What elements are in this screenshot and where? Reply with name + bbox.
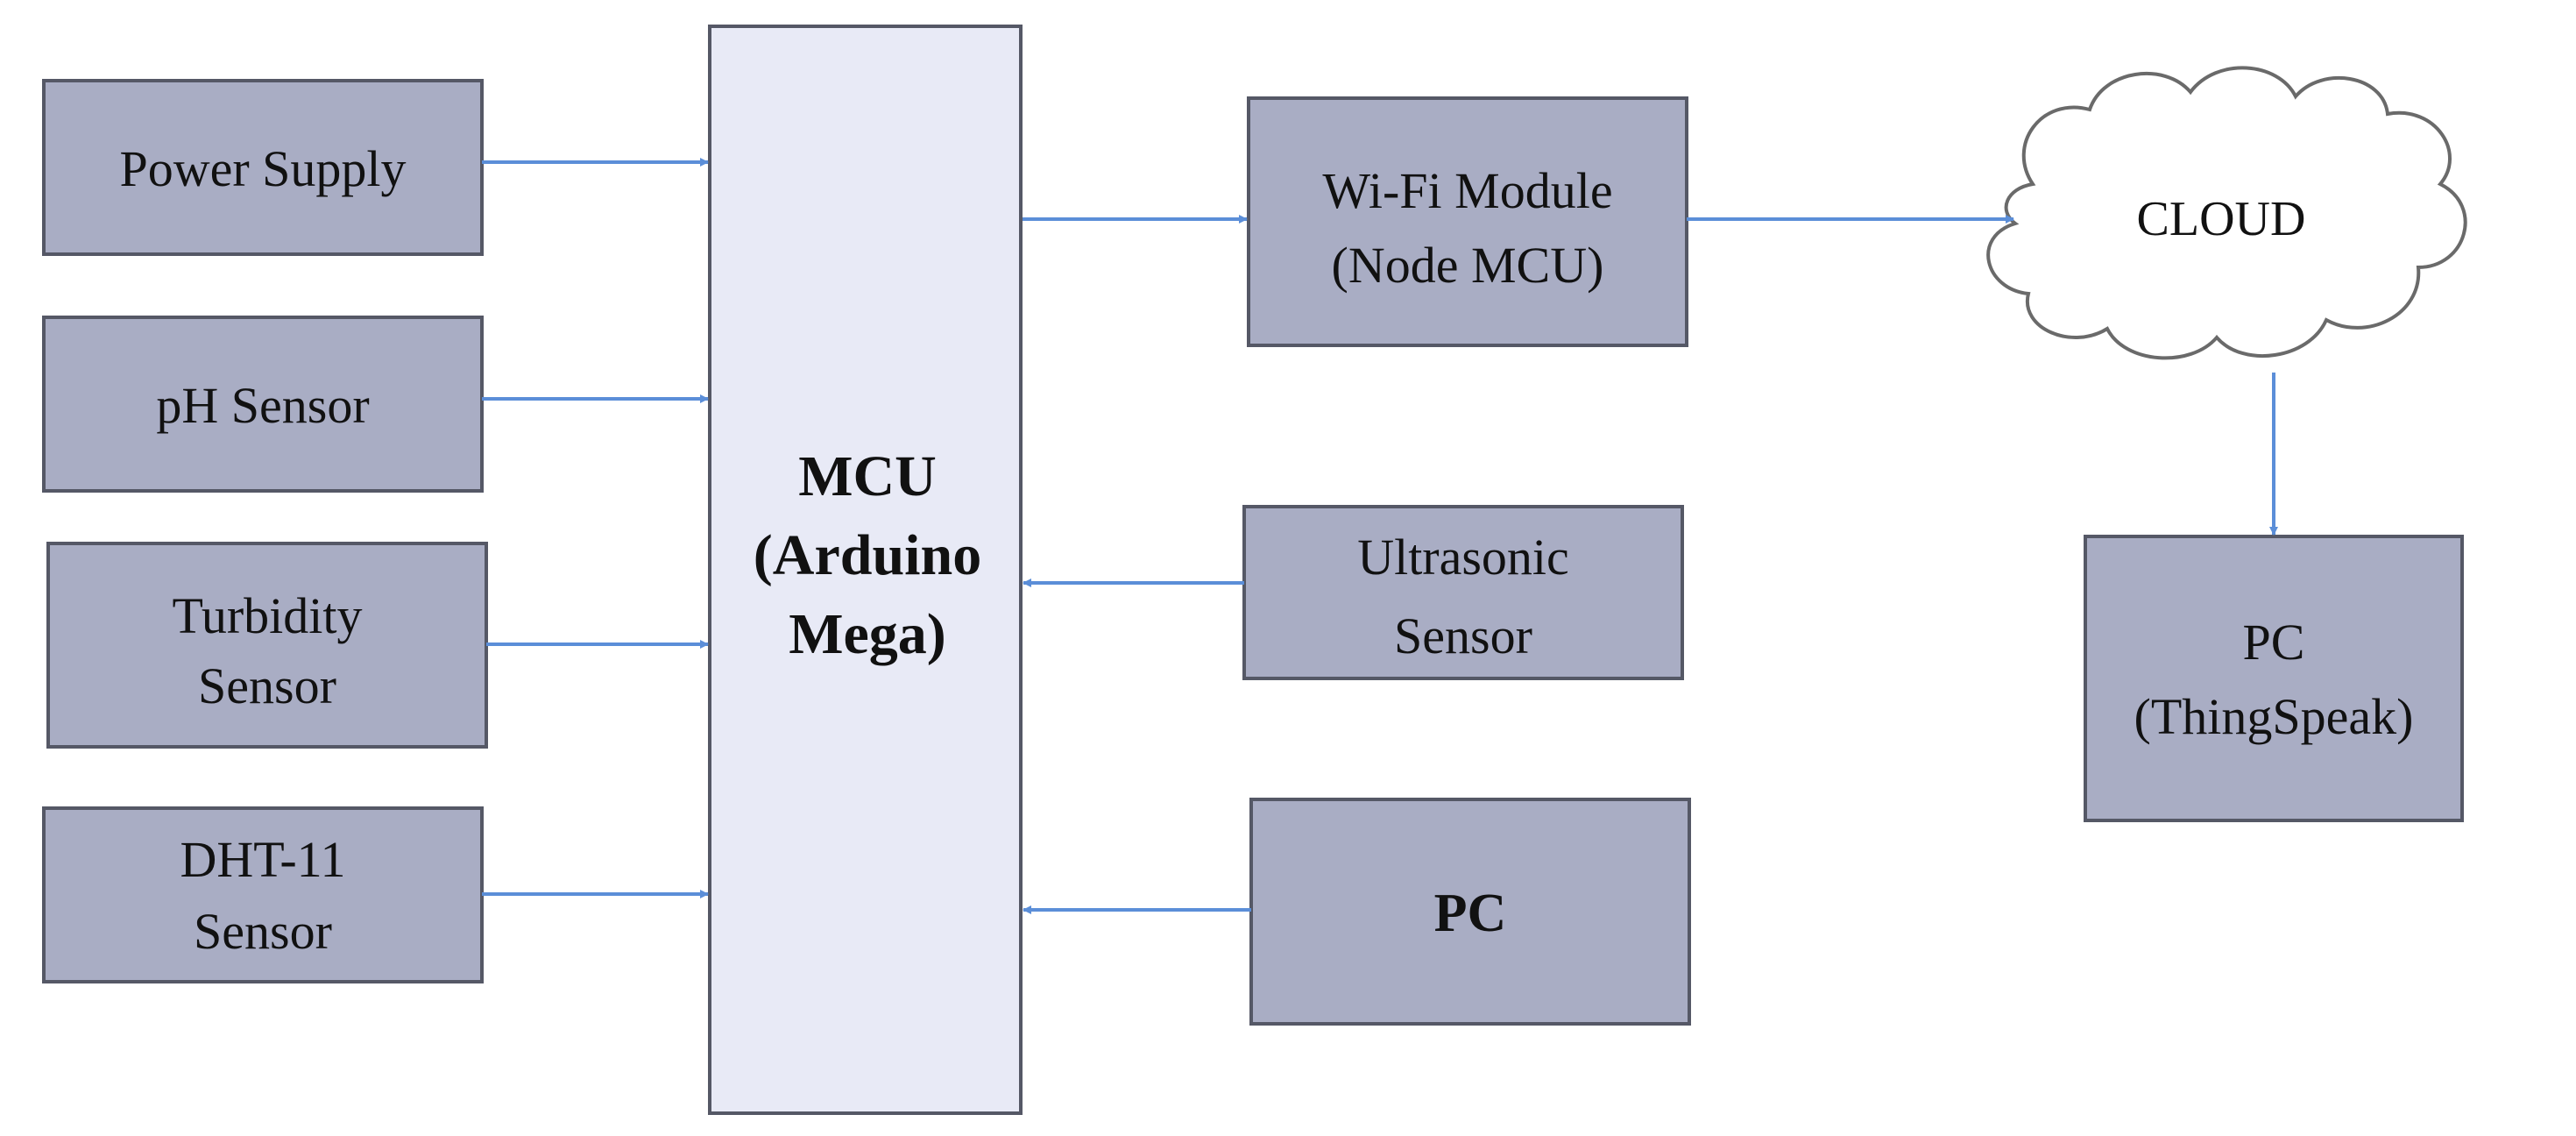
ph-sensor-block: pH Sensor xyxy=(42,316,484,493)
pc-local-rect xyxy=(1249,798,1691,1026)
dht11-sensor-rect xyxy=(42,806,484,983)
wifi-module-rect xyxy=(1247,96,1688,347)
dht11-sensor-label-line2: Sensor xyxy=(194,903,332,960)
pc-thingspeak-block: PC (ThingSpeak) xyxy=(2084,535,2464,822)
mcu-rect xyxy=(708,25,1023,1115)
ultrasonic-sensor-label-line1: Ultrasonic xyxy=(1357,529,1569,586)
pc-thingspeak-label-line1: PC xyxy=(2243,614,2305,671)
mcu-label-line2: (Arduino xyxy=(754,523,981,587)
cloud-label: CLOUD xyxy=(2137,192,2306,246)
turbidity-sensor-label-line2: Sensor xyxy=(198,657,336,714)
mcu-block: MCU (Arduino Mega) xyxy=(708,25,1023,1115)
pc-thingspeak-label-line2: (ThingSpeak) xyxy=(2134,688,2414,745)
mcu-label-line1: MCU xyxy=(798,444,937,508)
power-supply-block: Power Supply xyxy=(42,79,484,256)
pc-thingspeak-rect xyxy=(2084,535,2464,822)
wifi-module-label-line1: Wi-Fi Module xyxy=(1322,162,1612,219)
ph-sensor-label: pH Sensor xyxy=(156,377,369,434)
pc-local-label: PC xyxy=(1434,884,1507,943)
ultrasonic-sensor-rect xyxy=(1242,505,1684,680)
power-supply-rect xyxy=(42,79,484,256)
dht11-sensor-block: DHT-11 Sensor xyxy=(42,806,484,983)
ultrasonic-sensor-block: Ultrasonic Sensor xyxy=(1242,505,1684,680)
wifi-module-block: Wi-Fi Module (Node MCU) xyxy=(1247,96,1688,347)
pc-local-block: PC xyxy=(1249,798,1691,1026)
connections xyxy=(482,158,2278,914)
turbidity-sensor-rect xyxy=(46,542,488,749)
ultrasonic-sensor-label-line2: Sensor xyxy=(1394,607,1532,664)
dht11-sensor-label-line1: DHT-11 xyxy=(180,831,345,888)
ph-sensor-rect xyxy=(42,316,484,493)
mcu-label-line3: Mega) xyxy=(789,602,946,666)
power-supply-label: Power Supply xyxy=(119,140,406,197)
cloud-shape xyxy=(1986,66,2467,360)
wifi-module-label-line2: (Node MCU) xyxy=(1332,237,1604,294)
cloud-block: CLOUD xyxy=(1986,66,2467,360)
turbidity-sensor-block: Turbidity Sensor xyxy=(46,542,488,749)
turbidity-sensor-label-line1: Turbidity xyxy=(172,587,362,644)
